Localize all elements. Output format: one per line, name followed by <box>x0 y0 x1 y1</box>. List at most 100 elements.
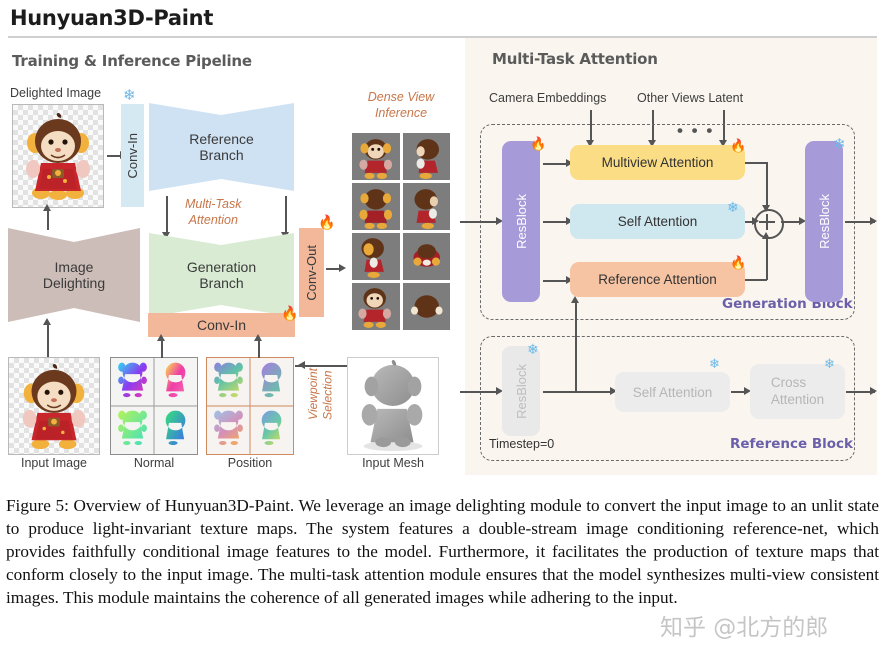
arrow-res-to-reference <box>543 280 568 282</box>
arrowhead <box>571 296 579 303</box>
fire-icon-convout: 🔥 <box>318 214 336 230</box>
sum-operator <box>754 209 784 239</box>
arrow-input-to-delighting <box>47 322 49 360</box>
wire-ref-block-to-reference-attention <box>575 300 577 392</box>
arrowhead <box>496 217 503 225</box>
reference-resblock[interactable]: ResBlock <box>502 346 540 436</box>
arrow-mesh-to-position <box>311 365 347 367</box>
reference-block-label: Reference Block <box>730 436 854 452</box>
dense-view-grid <box>352 133 450 330</box>
fire-icon-multiview-attention: 🔥 <box>730 138 747 153</box>
timestep-label: Timestep=0 <box>489 437 555 451</box>
arrow-res-to-self <box>543 221 568 223</box>
snowflake-icon-cross-attention: ❄ <box>824 356 835 371</box>
arrowhead <box>566 217 573 225</box>
wire-reference-up <box>766 235 768 280</box>
conv-in-bottom-block: Conv-In <box>148 313 295 337</box>
reference-block-container <box>480 336 855 461</box>
dense-view-cell <box>352 133 400 180</box>
arrowhead <box>254 334 262 341</box>
dense-view-cell <box>352 283 400 330</box>
arrowhead <box>566 276 573 284</box>
normal-map-grid <box>110 357 198 455</box>
arrowhead <box>799 217 806 225</box>
position-map-art <box>207 358 293 454</box>
arrowhead <box>566 159 573 167</box>
fire-icon-convin-bottom: 🔥 <box>281 305 299 321</box>
reference-self-attention-block[interactable]: Self Attention <box>615 372 730 412</box>
reference-attention-block[interactable]: Reference Attention <box>570 262 745 297</box>
arrowhead <box>719 140 727 147</box>
arrowhead <box>744 387 751 395</box>
arrow-other-views-down-2 <box>723 110 725 142</box>
arrow-other-views-down-1 <box>652 110 654 142</box>
resblock-in[interactable]: ResBlock <box>502 141 540 302</box>
camera-embeddings-label: Camera Embeddings <box>489 91 607 105</box>
cross-attention-block[interactable]: Cross Attention <box>750 364 845 419</box>
resblock-out[interactable]: ResBlock <box>805 141 843 302</box>
input-mesh-caption: Input Mesh <box>362 456 424 470</box>
arrow-ref-res-to-self <box>543 391 613 393</box>
delighted-image-thumbnail <box>12 104 104 208</box>
arrow-plus-to-resblock-out <box>781 221 801 223</box>
wire-self-to-plus <box>745 221 756 223</box>
arrow-self-to-cross <box>731 391 746 393</box>
normal-map-art <box>111 358 197 454</box>
dense-view-cell <box>402 283 450 330</box>
snowflake-icon-reference-resblock: ❄ <box>527 341 539 357</box>
delighted-image-label: Delighted Image <box>10 86 102 100</box>
arrowhead <box>610 387 617 395</box>
monkey-input-art <box>22 364 86 450</box>
wire-multiview-down <box>766 162 768 209</box>
arrow-convout-to-dense <box>326 268 340 270</box>
snowflake-icon-convin-top: ❄ <box>123 87 136 104</box>
dense-view-cell <box>352 183 400 230</box>
right-panel-heading: Multi-Task Attention <box>492 50 658 68</box>
arrowhead <box>157 334 165 341</box>
dense-view-cell <box>352 233 400 280</box>
fire-icon-resblock-in: 🔥 <box>530 136 547 151</box>
figure-caption: Figure 5: Overview of Hunyuan3D-Paint. W… <box>6 496 879 607</box>
reference-branch-shape <box>149 103 294 191</box>
image-delighting-shape <box>8 228 140 322</box>
arrowhead <box>648 140 656 147</box>
normal-caption: Normal <box>133 456 175 470</box>
position-caption: Position <box>227 456 273 470</box>
arrowhead <box>496 387 503 395</box>
arrowhead <box>43 318 51 325</box>
snowflake-icon-resblock-out: ❄ <box>833 136 846 153</box>
arrow-reference-block-out <box>846 391 875 393</box>
arrow-camera-embed-down <box>590 110 592 142</box>
multiview-attention-block[interactable]: Multiview Attention <box>570 145 745 180</box>
arrowhead <box>43 204 51 211</box>
arrow-res-to-multiview <box>543 163 568 165</box>
arrowhead <box>586 140 594 147</box>
arrow-generation-block-out <box>845 221 875 223</box>
mesh-monkey-art <box>361 360 423 451</box>
snowflake-icon-self-attention: ❄ <box>727 199 739 215</box>
arrowhead <box>870 387 877 395</box>
self-attention-block[interactable]: Self Attention <box>570 204 745 239</box>
monkey-delighted-art <box>26 113 90 200</box>
input-mesh-thumbnail <box>347 357 439 455</box>
arrow-delighted-to-convin <box>107 155 121 157</box>
arrow-delighting-up <box>47 208 49 230</box>
arrow-position-up <box>258 338 260 358</box>
ellipsis-dots: • • • <box>677 121 715 140</box>
title-divider <box>8 36 877 38</box>
arrowhead <box>162 232 170 239</box>
other-views-latent-label: Other Views Latent <box>637 91 744 105</box>
conv-in-top-block: Conv-In <box>121 104 144 207</box>
generation-branch-shape <box>149 233 294 317</box>
left-panel-heading: Training & Inference Pipeline <box>12 52 252 70</box>
position-map-grid <box>206 357 294 455</box>
dense-view-cell <box>402 133 450 180</box>
arrow-mesh-to-position-2 <box>295 365 313 367</box>
arrow-into-generation-block <box>460 221 498 223</box>
